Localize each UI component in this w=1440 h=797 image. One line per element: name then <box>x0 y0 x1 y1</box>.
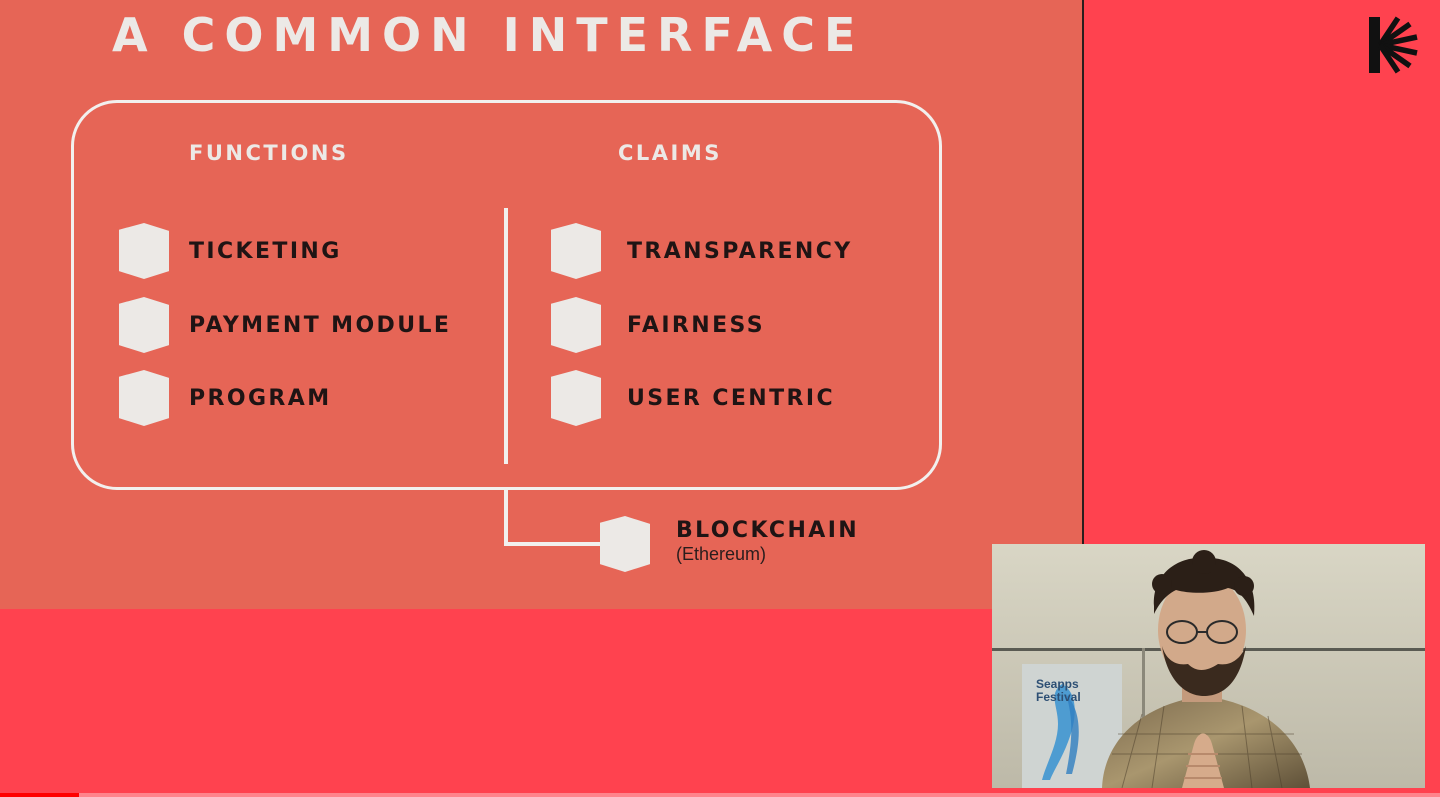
video-progress-fill <box>0 793 80 797</box>
poster-title: Festival <box>1036 690 1081 704</box>
claim-item-fairness: FAIRNESS <box>551 297 765 353</box>
video-progress-bar[interactable] <box>0 793 1440 797</box>
hexagon-bullet-icon <box>119 223 169 279</box>
blockchain-label: BLOCKCHAIN <box>676 518 860 543</box>
blockchain-connector <box>504 542 604 546</box>
blockchain-sublabel: (Ethereum) <box>676 544 767 564</box>
function-label: PAYMENT MODULE <box>189 312 452 338</box>
hexagon-bullet-icon <box>551 223 601 279</box>
hexagon-bullet-icon <box>600 516 650 572</box>
function-item-payment-module: PAYMENT MODULE <box>119 297 451 353</box>
function-label: TICKETING <box>189 238 342 264</box>
hexagon-bullet-icon <box>551 370 601 426</box>
presentation-slide: A COMMON INTERFACE FUNCTIONS CLAIMS TICK… <box>0 0 1084 609</box>
function-label: PROGRAM <box>189 385 332 411</box>
blockchain-text: BLOCKCHAIN (Ethereum) <box>676 518 859 565</box>
claim-label: TRANSPARENCY <box>627 238 853 264</box>
claims-heading: CLAIMS <box>618 141 722 165</box>
blockchain-connector <box>504 488 508 545</box>
poster-title: Seapps <box>1036 677 1079 691</box>
claim-label: FAIRNESS <box>627 312 765 338</box>
hexagon-bullet-icon <box>551 297 601 353</box>
k-sunburst-logo-icon[interactable] <box>1368 16 1418 74</box>
hexagon-bullet-icon <box>119 297 169 353</box>
blockchain-node <box>600 516 650 572</box>
column-divider <box>504 208 508 464</box>
slide-title: A COMMON INTERFACE <box>112 8 865 62</box>
function-item-program: PROGRAM <box>119 370 331 426</box>
claim-item-transparency: TRANSPARENCY <box>551 223 853 279</box>
speaker-video-frame: Seapps Festival <box>992 544 1425 788</box>
functions-heading: FUNCTIONS <box>189 141 349 165</box>
speaker-webcam: Seapps Festival <box>992 544 1425 788</box>
function-item-ticketing: TICKETING <box>119 223 342 279</box>
hexagon-bullet-icon <box>119 370 169 426</box>
claim-item-user-centric: USER CENTRIC <box>551 370 835 426</box>
claim-label: USER CENTRIC <box>627 385 836 411</box>
